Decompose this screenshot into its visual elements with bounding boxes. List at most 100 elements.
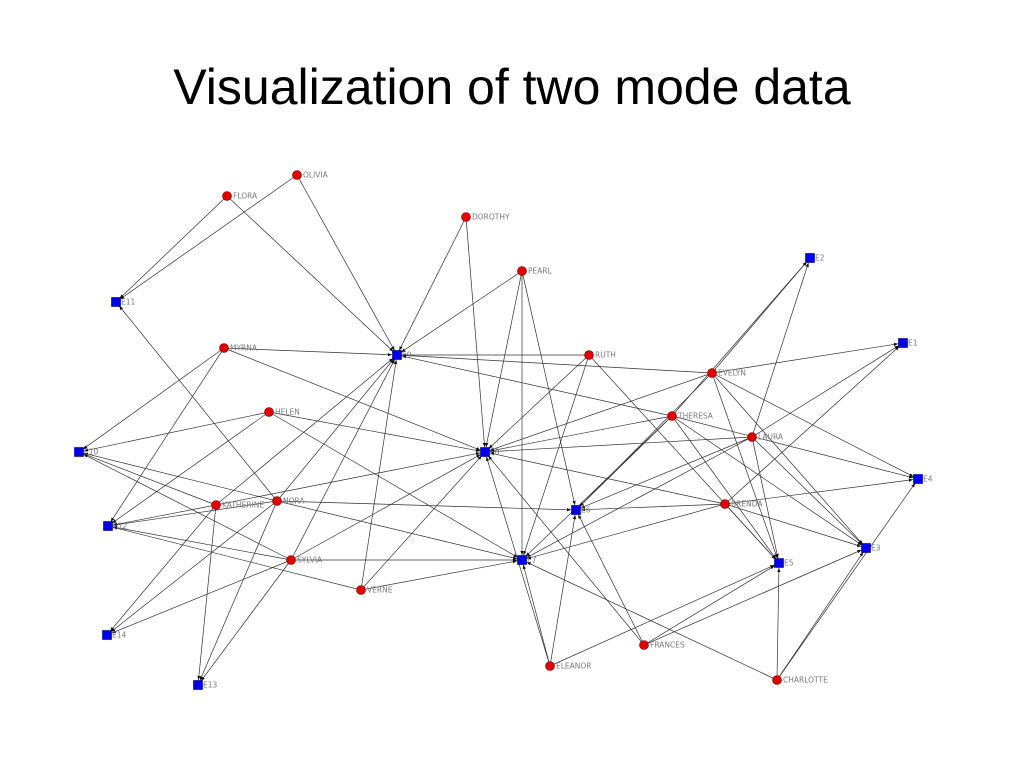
event-label-e3: E3 (871, 544, 881, 553)
edge-sylvia-e12 (112, 526, 292, 561)
edge-theresa-e2 (671, 261, 807, 417)
person-label-helen: HELEN (275, 408, 300, 417)
event-node-e11 (111, 297, 121, 307)
edge-myrna-e10 (82, 347, 225, 450)
person-label-olivia: OLIVIA (303, 171, 329, 180)
edge-evelyn-e8 (489, 372, 713, 451)
edge-flora-e9 (226, 195, 394, 352)
person-node-charlotte (772, 675, 782, 685)
person-label-dorothy: DOROTHY (472, 213, 510, 222)
event-label-e9: E9 (402, 351, 412, 360)
edge-theresa-e7 (525, 415, 673, 557)
edge-verne-e9 (360, 359, 398, 591)
edge-frances-e3 (643, 549, 862, 646)
event-label-e12: E12 (113, 522, 128, 531)
person-node-katherine (211, 500, 221, 510)
person-label-charlotte: CHARLOTTE (783, 676, 828, 685)
edge-brenda-e1 (724, 346, 900, 505)
edge-nora-e10 (83, 452, 278, 502)
event-label-e11: E11 (121, 298, 136, 307)
edge-ruth-e8 (488, 354, 590, 449)
person-node-evelyn (707, 368, 717, 378)
edge-sylvia-e9 (290, 359, 396, 561)
person-node-myrna (219, 343, 229, 353)
edge-olivia-e11 (119, 174, 298, 300)
event-label-e8: E8 (490, 448, 500, 457)
person-label-ruth: RUTH (595, 351, 616, 360)
person-label-pearl: PEARL (528, 267, 553, 276)
person-node-ruth (584, 350, 594, 360)
edge-theresa-e4 (671, 415, 914, 479)
person-node-laura (747, 432, 757, 442)
edge-layer (82, 174, 916, 682)
person-label-myrna: MYRNA (230, 344, 258, 353)
person-label-verne: VERNE (367, 586, 393, 595)
edge-nora-e7 (276, 500, 518, 560)
edge-katherine-e13 (197, 504, 217, 681)
edge-laura-e5 (751, 436, 779, 559)
event-node-e9 (392, 350, 402, 360)
edge-katherine-e12 (112, 504, 217, 526)
edge-eleanor-e5 (549, 564, 775, 667)
event-label-e14: E14 (112, 631, 127, 640)
person-label-brenda: BRENDA (731, 500, 763, 509)
event-label-e6: E6 (581, 506, 591, 515)
edge-nora-e12 (112, 500, 278, 527)
person-node-olivia (292, 170, 302, 180)
event-node-e2 (805, 253, 815, 263)
event-node-e10 (74, 447, 84, 457)
person-node-flora (222, 191, 232, 201)
person-node-verne (356, 585, 366, 595)
event-label-e7: E7 (527, 556, 537, 565)
edge-myrna-e9 (223, 347, 393, 357)
edge-myrna-e12 (110, 347, 225, 523)
person-node-brenda (720, 499, 730, 509)
edge-pearl-e8 (485, 270, 523, 448)
edge-katherine-e9 (215, 357, 394, 506)
person-node-dorothy (461, 212, 471, 222)
event-label-e2: E2 (815, 254, 825, 263)
person-label-flora: FLORA (233, 192, 258, 201)
person-node-eleanor (545, 661, 555, 671)
event-node-e7 (517, 555, 527, 565)
slide-title: Visualization of two mode data (173, 59, 851, 115)
person-label-nora: NORA (283, 497, 305, 506)
edge-verne-e8 (360, 455, 482, 591)
event-node-e14 (102, 630, 112, 640)
edge-laura-e6 (580, 436, 753, 509)
edge-theresa-e8 (489, 415, 673, 452)
edge-dorothy-e9 (398, 216, 467, 351)
edge-brenda-e4 (724, 478, 914, 505)
event-node-e4 (913, 474, 923, 484)
edge-brenda-e3 (724, 503, 862, 547)
edge-helen-e7 (268, 411, 518, 558)
edge-myrna-e8 (223, 347, 481, 451)
event-label-e4: E4 (923, 475, 933, 484)
edge-nora-e9 (276, 358, 395, 502)
person-node-nora (272, 496, 282, 506)
edge-sylvia-e10 (83, 453, 292, 561)
person-node-theresa (667, 411, 677, 421)
edge-verne-e7 (360, 560, 518, 591)
event-label-e13: E13 (203, 681, 218, 690)
person-node-pearl (517, 266, 527, 276)
edge-evelyn-e3 (711, 372, 863, 545)
edge-nora-e11 (118, 305, 278, 502)
edge-charlotte-e3 (776, 551, 864, 681)
edge-helen-e8 (268, 411, 481, 452)
edge-sylvia-e14 (111, 559, 292, 634)
edge-ruth-e7 (523, 354, 590, 556)
edge-pearl-e9 (400, 270, 523, 353)
edge-nora-e14 (110, 500, 278, 633)
edge-katherine-e14 (109, 504, 217, 632)
person-node-frances (639, 640, 649, 650)
edge-sylvia-e13 (200, 559, 292, 682)
person-node-helen (264, 407, 274, 417)
edge-evelyn-e1 (711, 342, 899, 374)
edge-eleanor-e6 (549, 514, 577, 667)
edge-helen-e12 (111, 411, 270, 524)
edge-sylvia-e8 (290, 454, 481, 561)
edge-charlotte-e7 (526, 561, 778, 681)
edge-evelyn-e9 (401, 353, 713, 374)
